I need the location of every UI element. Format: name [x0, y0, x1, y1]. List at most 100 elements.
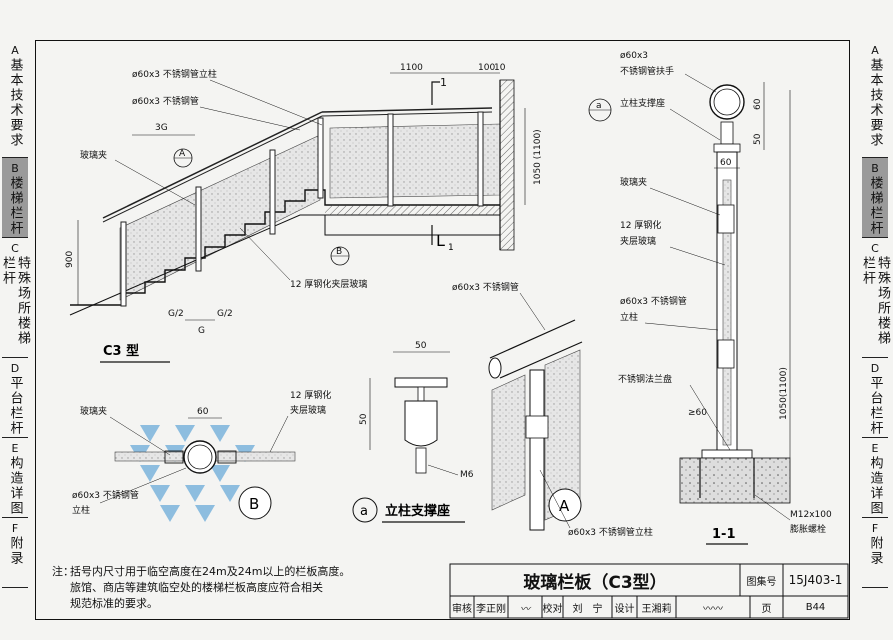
note-line: 旅馆、商店等建筑临空处的楼梯栏板高度应符合相关 [70, 581, 323, 594]
design-label: 设计 [614, 603, 635, 615]
label-clip: 玻璃夹 [80, 149, 107, 161]
section-letter: E [871, 442, 879, 455]
section-text: 基本技术要求 [7, 58, 23, 148]
reviewer: 李正刚 [476, 603, 506, 615]
page-label: 页 [761, 603, 772, 615]
title-block-lines [449, 563, 849, 619]
atlas-no: 15J403-1 [788, 573, 843, 587]
design-signature: 〰〰 [703, 603, 723, 615]
r-dim-1050: 1050(1100) [779, 367, 789, 420]
sec-11: 1-1 [712, 527, 736, 542]
drawing-frame [35, 40, 850, 620]
checker: 刘 宁 [572, 603, 603, 615]
atlas-label: 图集号 [746, 576, 777, 588]
r-post-1: ø60x3 不锈钢管 [620, 295, 687, 307]
note-head: 注： [52, 565, 74, 578]
r-glass-2: 夹层玻璃 [620, 235, 656, 247]
dim-g: G [198, 326, 205, 336]
callout-a-sec: a [596, 101, 602, 111]
b-post-2: 立柱 [72, 504, 90, 516]
section-text: 平台栏杆 [7, 376, 23, 436]
section-letter: C [11, 242, 19, 255]
note-line: 括号内尺寸用于临空高度在24m及24m以上的栏板高度。 [70, 565, 351, 578]
dim-1100: 1100 [400, 63, 423, 73]
label-post: ø60x3 不锈钢管立柱 [132, 68, 217, 80]
r-handrail-1: ø60x3 [620, 51, 648, 61]
dim-1050: 1050 (1100) [533, 129, 543, 185]
review-label: 审核 [452, 603, 472, 615]
r-glass-1: 12 厚钢化 [620, 219, 661, 231]
dim-100: 100 [478, 63, 495, 73]
detail-a-perspective: A ø60x3 不锈钢管 ø60x3 不锈钢管立柱 [452, 281, 653, 538]
a-dim-50: 50 [415, 341, 427, 351]
callout-b-elev: B [336, 247, 342, 257]
section-text: 基本技术要求 [867, 58, 883, 148]
dim-3g: 3G [155, 123, 168, 133]
note-block: 注： 括号内尺寸用于临空高度在24m及24m以上的栏板高度。 旅馆、商店等建筑临… [52, 564, 445, 612]
c3-type-label: C3 型 [103, 343, 139, 359]
r-flange: 不锈钢法兰盘 [618, 373, 672, 385]
a-m6: M6 [460, 470, 474, 480]
section-letter: A [11, 44, 19, 57]
section-text: 楼梯栏杆 [867, 176, 883, 236]
section-text: 构造详图 [867, 456, 883, 516]
r-dim-60b: 60 [720, 158, 732, 168]
section-text: 楼梯栏杆 [7, 176, 23, 236]
section-text: 平台栏杆 [867, 376, 883, 436]
dim-10: 10 [494, 63, 506, 73]
section-1-1: 1050(1100) 60 50 60 ≥60 a ø60x3 不锈钢管扶手 立… [588, 51, 832, 545]
r-bolt-2: 膨胀螺栓 [790, 523, 826, 535]
callout-a-small: a [360, 504, 368, 519]
stair-elevation: 900 1100 100 10 1050 (1100) 3G 1 L 1 A B… [65, 63, 543, 363]
b-post-1: ø60x3 不锈钢管 [72, 489, 139, 501]
section-letter: D [10, 362, 20, 375]
r-handrail-2: 不锈钢管扶手 [620, 65, 674, 77]
note-line: 规范标准的要求。 [70, 597, 158, 610]
section-text: 附录 [7, 536, 23, 566]
section-text: 特殊场所楼梯栏杆 [0, 256, 30, 346]
callout-a-elev: A [179, 149, 186, 159]
r-post-2: 立柱 [620, 311, 638, 323]
section-letter: A [871, 44, 879, 57]
section-letter: D [870, 362, 880, 375]
p-tube: ø60x3 不锈钢管 [452, 281, 519, 293]
dim-g2b: G/2 [217, 309, 233, 319]
check-label: 校对 [542, 603, 563, 615]
title-block: 玻璃栏板（C3型） 图集号 15J403-1 审核 李正刚 〰 校对 刘 宁 设… [450, 564, 848, 618]
a-title: 立柱支撑座 [385, 503, 450, 519]
r-support: 立柱支撑座 [620, 97, 665, 109]
p-post: ø60x3 不锈钢管立柱 [568, 526, 653, 538]
b-glass-2: 夹层玻璃 [290, 404, 326, 416]
r-bolt-1: M12x100 [790, 510, 832, 520]
section-letter: C [871, 242, 879, 255]
drawing-title: 玻璃栏板（C3型） [523, 572, 667, 593]
section-letter: F [11, 522, 19, 535]
section-text: 构造详图 [7, 456, 23, 516]
b-glass-1: 12 厚钢化 [290, 389, 331, 401]
section-letter: F [871, 522, 879, 535]
section-mark-1: 1 [440, 76, 447, 89]
r-dim-ge60: ≥60 [688, 408, 707, 418]
review-signature: 〰 [520, 603, 530, 615]
dim-g2a: G/2 [168, 309, 184, 319]
l1-sub: 1 [448, 243, 454, 253]
section-letter: B [871, 162, 879, 175]
section-text: 特殊场所楼梯栏杆 [860, 256, 890, 346]
label-glass-12: 12 厚钢化夹层玻璃 [290, 278, 367, 290]
section-letter: B [11, 162, 19, 175]
